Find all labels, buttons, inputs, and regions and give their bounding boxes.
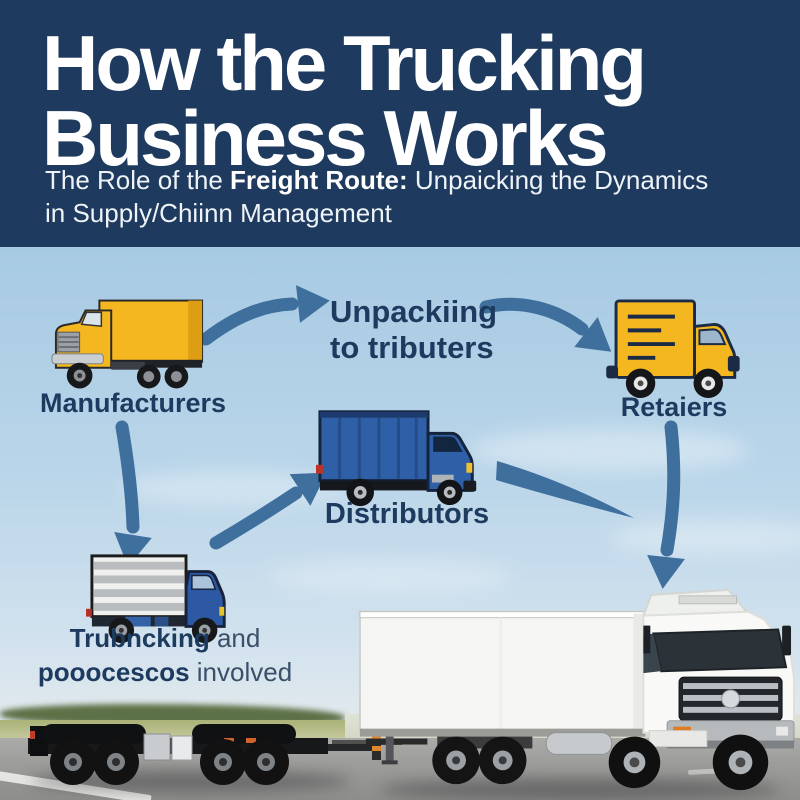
arrow-unpacking-to-retailers [479,297,589,336]
cloud [610,520,800,554]
header-band: How the Trucking Business Works The Role… [0,0,800,250]
arrow-manufacturers-to-unpacking [199,297,299,346]
trucking-line-1: Trubncking and [30,622,300,656]
retailers-truck-icon [606,299,740,399]
arrowhead-icon [114,532,152,567]
title-line-2: Business Works [42,93,608,182]
trucking-line1-rest: and [209,623,261,653]
arrowhead-icon [647,555,685,589]
semi-truck-photo [358,588,795,791]
unpacking-line-1: Unpackiing [330,294,498,329]
trucking-line2-bold: pooocescos [37,656,190,687]
subtitle-suffix: Unpaicking the Dynamics [407,165,709,195]
swoosh-distributors-to-truck [496,461,634,518]
page-title: How the Trucking Business Works [42,19,782,182]
unpacking-line-2: to tributers [330,329,494,365]
subtitle-line-1: The Role of the Freight Route: Unpaickin… [45,164,775,197]
label-manufacturers: Manufacturers [39,388,227,418]
distributors-truck-icon [316,410,477,507]
arrow-manufacturers-down [115,420,140,534]
arrow-process-to-distributors [209,486,303,550]
flow-arrows-layer [114,285,685,589]
label-trucking-process: Trubncking and pooocescos involved [30,622,300,690]
semi-truck-shadow [380,778,780,800]
trailer-chassis-photo [28,724,381,785]
cloud [270,560,510,594]
arrowhead-icon [574,317,612,352]
subtitle-bold: Freight Route: [230,165,408,195]
page-subtitle: The Role of the Freight Route: Unpaickin… [45,164,775,229]
manufacturers-truck-icon [51,299,204,389]
trucking-line-2: pooocescos involved [30,656,300,690]
process-truck-icon [86,554,226,644]
title-line-1: How the Trucking [42,19,647,107]
arrowhead-icon [289,472,327,506]
subtitle-line-2: in Supply/Chiinn Management [45,197,392,228]
cloud [470,428,750,472]
label-unpacking: Unpackiing to tributers [330,294,590,366]
arrow-retailers-down [660,420,681,557]
subtitle-prefix: The Role of the [45,165,230,195]
label-distributors: Distributors [324,498,490,530]
trucking-line1-bold: Trubncking [69,623,210,653]
trucking-line2-rest: involved [189,656,293,687]
arrowhead-icon [296,285,330,323]
label-retailers: Retaiers [620,392,728,422]
